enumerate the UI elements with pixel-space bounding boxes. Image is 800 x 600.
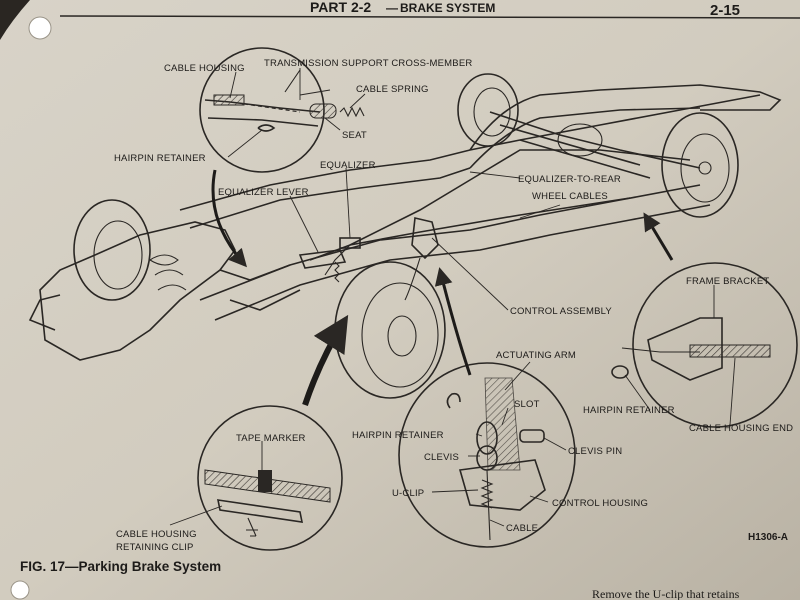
label-hairpin-retainer-top: HAIRPIN RETAINER	[114, 153, 206, 164]
label-u-clip: U-CLIP	[392, 488, 424, 499]
figure-code: H1306-A	[748, 532, 788, 543]
brake-cables	[298, 149, 691, 301]
label-cable-housing-end: CABLE HOUSING END	[689, 423, 793, 434]
label-actuating-arm: ACTUATING ARM	[496, 350, 576, 361]
label-equalizer-lever: EQUALIZER LEVER	[218, 187, 309, 198]
binder-hole	[10, 580, 30, 600]
pointer-tape-marker	[302, 314, 349, 406]
label-clevis: CLEVIS	[424, 452, 459, 463]
label-retaining-clip-2: RETAINING CLIP	[116, 542, 194, 553]
label-control-housing: CONTROL HOUSING	[552, 498, 648, 509]
label-cable-housing: CABLE HOUSING	[164, 63, 245, 74]
header-title: BRAKE SYSTEM	[400, 1, 495, 15]
label-frame-bracket: FRAME BRACKET	[686, 276, 769, 287]
label-clevis-pin: CLEVIS PIN	[568, 446, 622, 457]
leader-lines	[169, 68, 736, 527]
label-equalizer: EQUALIZER	[320, 160, 376, 171]
label-seat: SEAT	[342, 130, 367, 141]
footer-text: Remove the U-clip that retains	[592, 587, 740, 600]
label-transmission-support: TRANSMISSION SUPPORT CROSS-MEMBER	[264, 58, 472, 69]
label-retaining-clip-1: CABLE HOUSING	[116, 529, 197, 540]
page-number: 2-15	[710, 2, 740, 19]
label-cable-spring: CABLE SPRING	[356, 84, 429, 95]
header-dash: —	[386, 1, 398, 15]
label-hairpin-retainer-right: HAIRPIN RETAINER	[583, 405, 675, 416]
detail-frame-bracket	[611, 262, 798, 428]
label-slot: SLOT	[514, 399, 540, 410]
label-cable: CABLE	[506, 523, 538, 534]
pointer-frame-bracket	[643, 212, 674, 261]
pointer-control	[434, 267, 472, 376]
label-tape-marker: TAPE MARKER	[236, 433, 306, 444]
binder-hole	[28, 16, 52, 40]
header-rule	[59, 15, 800, 19]
label-rear-cables-1: EQUALIZER-TO-REAR	[518, 174, 621, 185]
pointer-transmission	[211, 169, 247, 268]
label-rear-cables-2: WHEEL CABLES	[532, 191, 608, 202]
label-hairpin-retainer-mid: HAIRPIN RETAINER	[352, 430, 444, 441]
label-control-assembly: CONTROL ASSEMBLY	[510, 306, 612, 317]
figure-caption: FIG. 17—Parking Brake System	[20, 559, 221, 574]
chassis-frame	[28, 73, 782, 399]
detail-transmission-support	[199, 47, 365, 173]
header-part: PART 2-2	[310, 0, 371, 15]
